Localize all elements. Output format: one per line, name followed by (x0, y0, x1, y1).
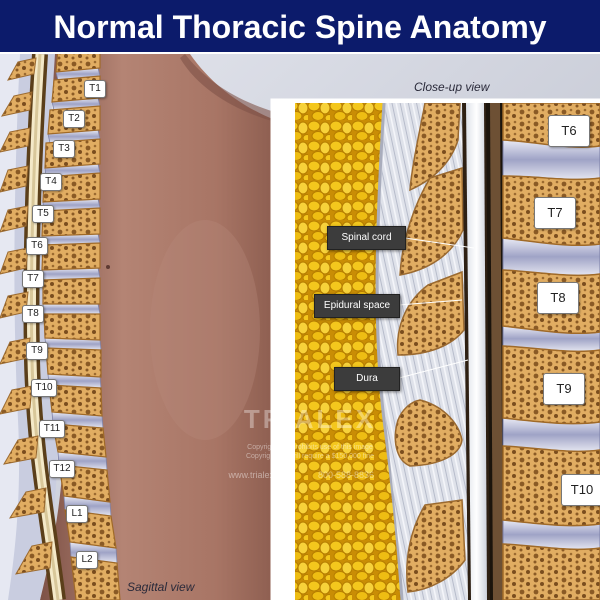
watermark-url: www.trialex.com (228, 470, 294, 480)
sagittal-caption: Sagittal view (127, 580, 195, 594)
closeup-label-t10: T10 (561, 474, 600, 506)
label-t7: T7 (22, 270, 44, 288)
label-t10: T10 (31, 379, 57, 397)
label-t2: T2 (63, 110, 85, 128)
watermark-phone: 800-588-8836 (317, 470, 375, 480)
page-title: Normal Thoracic Spine Anatomy (53, 9, 547, 45)
label-t3: T3 (53, 140, 75, 158)
label-t11: T11 (39, 420, 65, 438)
closeup-label-t9: T9 (543, 373, 585, 405)
label-l1: L1 (66, 505, 88, 523)
callout-epidural-space: Epidural space (314, 294, 400, 318)
label-t5: T5 (32, 205, 54, 223)
closeup-panel (270, 98, 600, 600)
watermark-brand: TRIALEX (243, 404, 377, 434)
closeup-label-t8: T8 (537, 282, 579, 314)
closeup-caption: Close-up view (414, 80, 490, 94)
watermark-line2: Copyright law will require a $150,000 fi… (245, 453, 375, 460)
label-t9: T9 (26, 342, 48, 360)
callout-dura: Dura (334, 367, 400, 391)
label-t1: T1 (84, 80, 106, 98)
label-t4: T4 (40, 173, 62, 191)
closeup-label-t7: T7 (534, 197, 576, 229)
callout-spinal-cord: Spinal cord (327, 226, 406, 250)
closeup-label-t6: T6 (548, 115, 590, 147)
label-l2: L2 (76, 551, 98, 569)
label-t6: T6 (26, 237, 48, 255)
label-t8: T8 (22, 305, 44, 323)
title-bar: Normal Thoracic Spine Anatomy (0, 0, 600, 54)
watermark-line1: Copyright law prohibits use of this imag… (247, 444, 373, 451)
label-t12: T12 (49, 460, 75, 478)
